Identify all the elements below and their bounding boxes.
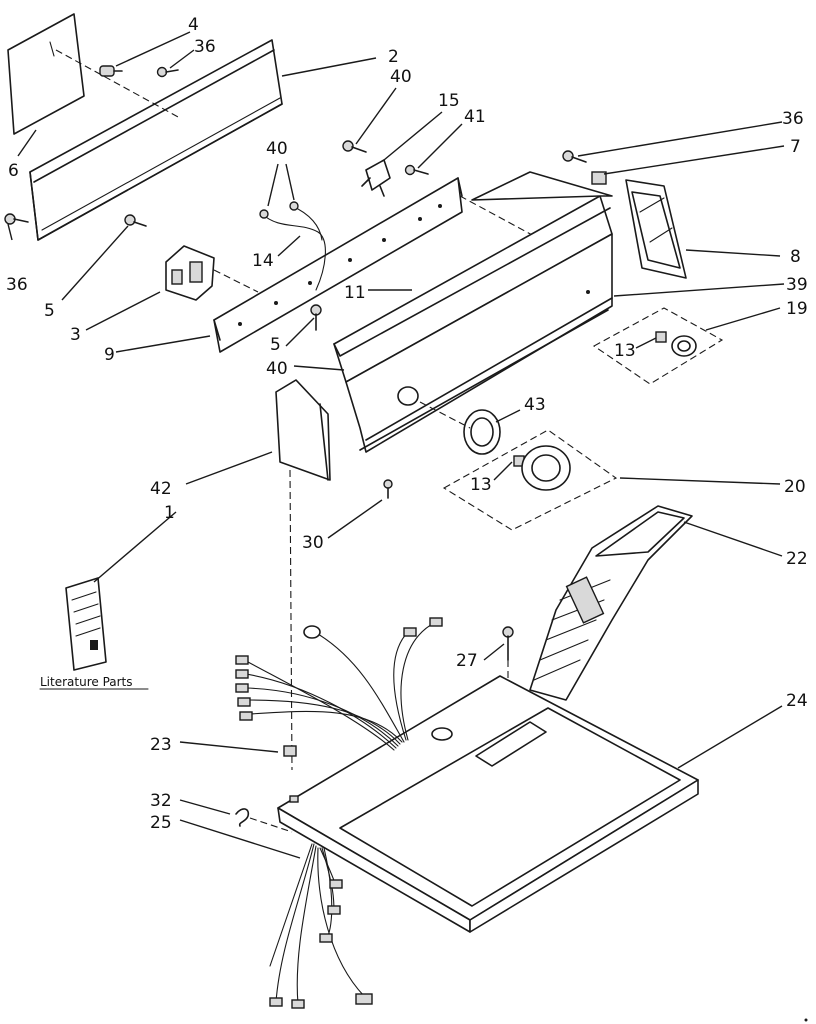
callout-41: 41 (464, 107, 486, 127)
callout-24: 24 (786, 691, 808, 711)
part-7-clip (591, 171, 607, 185)
callout-36-left: 36 (6, 275, 28, 295)
callout-27: 27 (456, 651, 478, 671)
callout-7: 7 (790, 137, 801, 157)
part-15-switch (361, 159, 391, 197)
callout-4: 4 (188, 15, 199, 35)
screw-4 (99, 65, 123, 77)
callout-labels: 4 36 2 40 15 41 36 7 40 6 8 14 36 39 11 … (6, 15, 808, 833)
screw-30 (383, 479, 393, 499)
callout-9: 9 (104, 345, 115, 365)
upper-wire-harness (235, 617, 443, 751)
callout-19: 19 (786, 299, 808, 319)
screw-36-right (562, 150, 587, 163)
screw-41 (404, 164, 429, 176)
callout-3: 3 (70, 325, 81, 345)
screw-5-lower (310, 304, 322, 331)
callout-2: 2 (388, 47, 399, 67)
callout-25: 25 (150, 813, 172, 833)
callout-14: 14 (252, 251, 274, 271)
screw-36-left (4, 213, 29, 225)
callout-1: 1 (164, 503, 175, 523)
part-32-clip (235, 808, 293, 833)
part-2-rear-panel (29, 39, 283, 241)
callout-30: 30 (302, 533, 324, 553)
callout-36-top: 36 (194, 37, 216, 57)
callout-32: 32 (150, 791, 172, 811)
part-20-knob-group (442, 429, 618, 531)
part-22-duct (529, 505, 693, 701)
callout-13-lower: 13 (470, 475, 492, 495)
callout-22: 22 (786, 549, 808, 569)
callout-36-right: 36 (782, 109, 804, 129)
part-1-literature (65, 577, 107, 671)
literature-parts-label: Literature Parts (40, 675, 133, 689)
callout-5-upper: 5 (44, 301, 55, 321)
part-42-side-panel (275, 379, 331, 771)
part-14-wire (259, 201, 326, 291)
part-11-console (333, 171, 613, 453)
screw-40-mid (342, 140, 367, 153)
part-19-knob-group (592, 307, 724, 385)
callout-8: 8 (790, 247, 801, 267)
callout-40-mid: 40 (390, 67, 412, 87)
callout-6: 6 (8, 161, 19, 181)
callout-15: 15 (438, 91, 460, 111)
part-6-back-plate (7, 13, 85, 135)
callout-20: 20 (784, 477, 806, 497)
part-3-switch-block (165, 245, 259, 301)
callout-5-lower: 5 (270, 335, 281, 355)
leader-lines (7, 31, 785, 859)
callout-13-upper: 13 (614, 341, 636, 361)
callout-39: 39 (786, 275, 808, 295)
part-24-top (277, 675, 699, 933)
part-25-lower-harness (269, 843, 373, 1009)
part-43-ring (419, 401, 501, 455)
callout-40-low: 40 (266, 359, 288, 379)
part-23-clip (283, 745, 297, 757)
callout-40-left: 40 (266, 139, 288, 159)
callout-11: 11 (344, 283, 366, 303)
corner-mark (804, 1018, 808, 1022)
part-9-bracket (213, 177, 463, 353)
screw-36-top (156, 66, 179, 78)
callout-23: 23 (150, 735, 172, 755)
callout-43: 43 (524, 395, 546, 415)
callout-42: 42 (150, 479, 172, 499)
part-8-end-cap (625, 179, 687, 279)
screw-5-upper (124, 214, 147, 227)
